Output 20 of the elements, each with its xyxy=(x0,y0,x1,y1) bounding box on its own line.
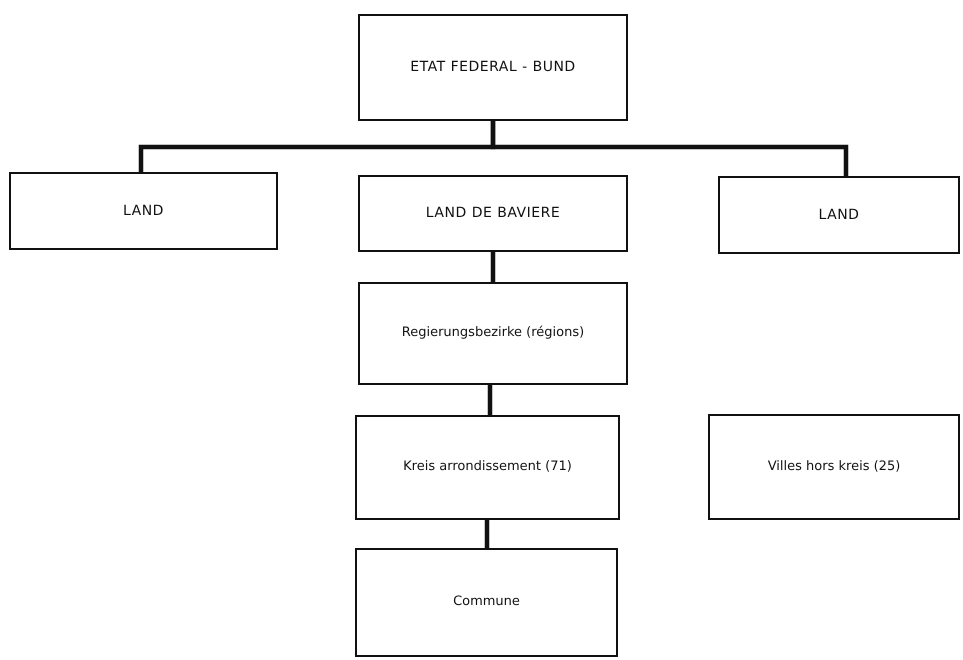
org-box xyxy=(718,176,960,254)
box-label: LAND xyxy=(122,202,165,220)
box-label: LAND DE BAVIERE xyxy=(424,205,562,222)
org-box xyxy=(358,282,628,385)
box-label: Commune xyxy=(452,595,521,610)
org-box xyxy=(9,172,278,250)
box-label: Villes hors kreis (25) xyxy=(766,460,902,474)
connector-line xyxy=(484,520,490,548)
org-box xyxy=(358,175,628,252)
box-label: Regierungsbezirke (régions) xyxy=(400,326,586,341)
org-box xyxy=(358,14,628,121)
connector-line xyxy=(488,385,492,415)
box-label: LAND xyxy=(818,206,860,224)
org-box xyxy=(708,414,960,520)
connector-line xyxy=(490,121,848,176)
box-label: ETAT FEDERAL - BUND xyxy=(409,59,577,76)
org-box xyxy=(355,415,620,520)
box-label: Kreis arrondissement (71) xyxy=(402,460,573,475)
connector-line xyxy=(490,252,496,282)
org-box xyxy=(355,548,618,657)
